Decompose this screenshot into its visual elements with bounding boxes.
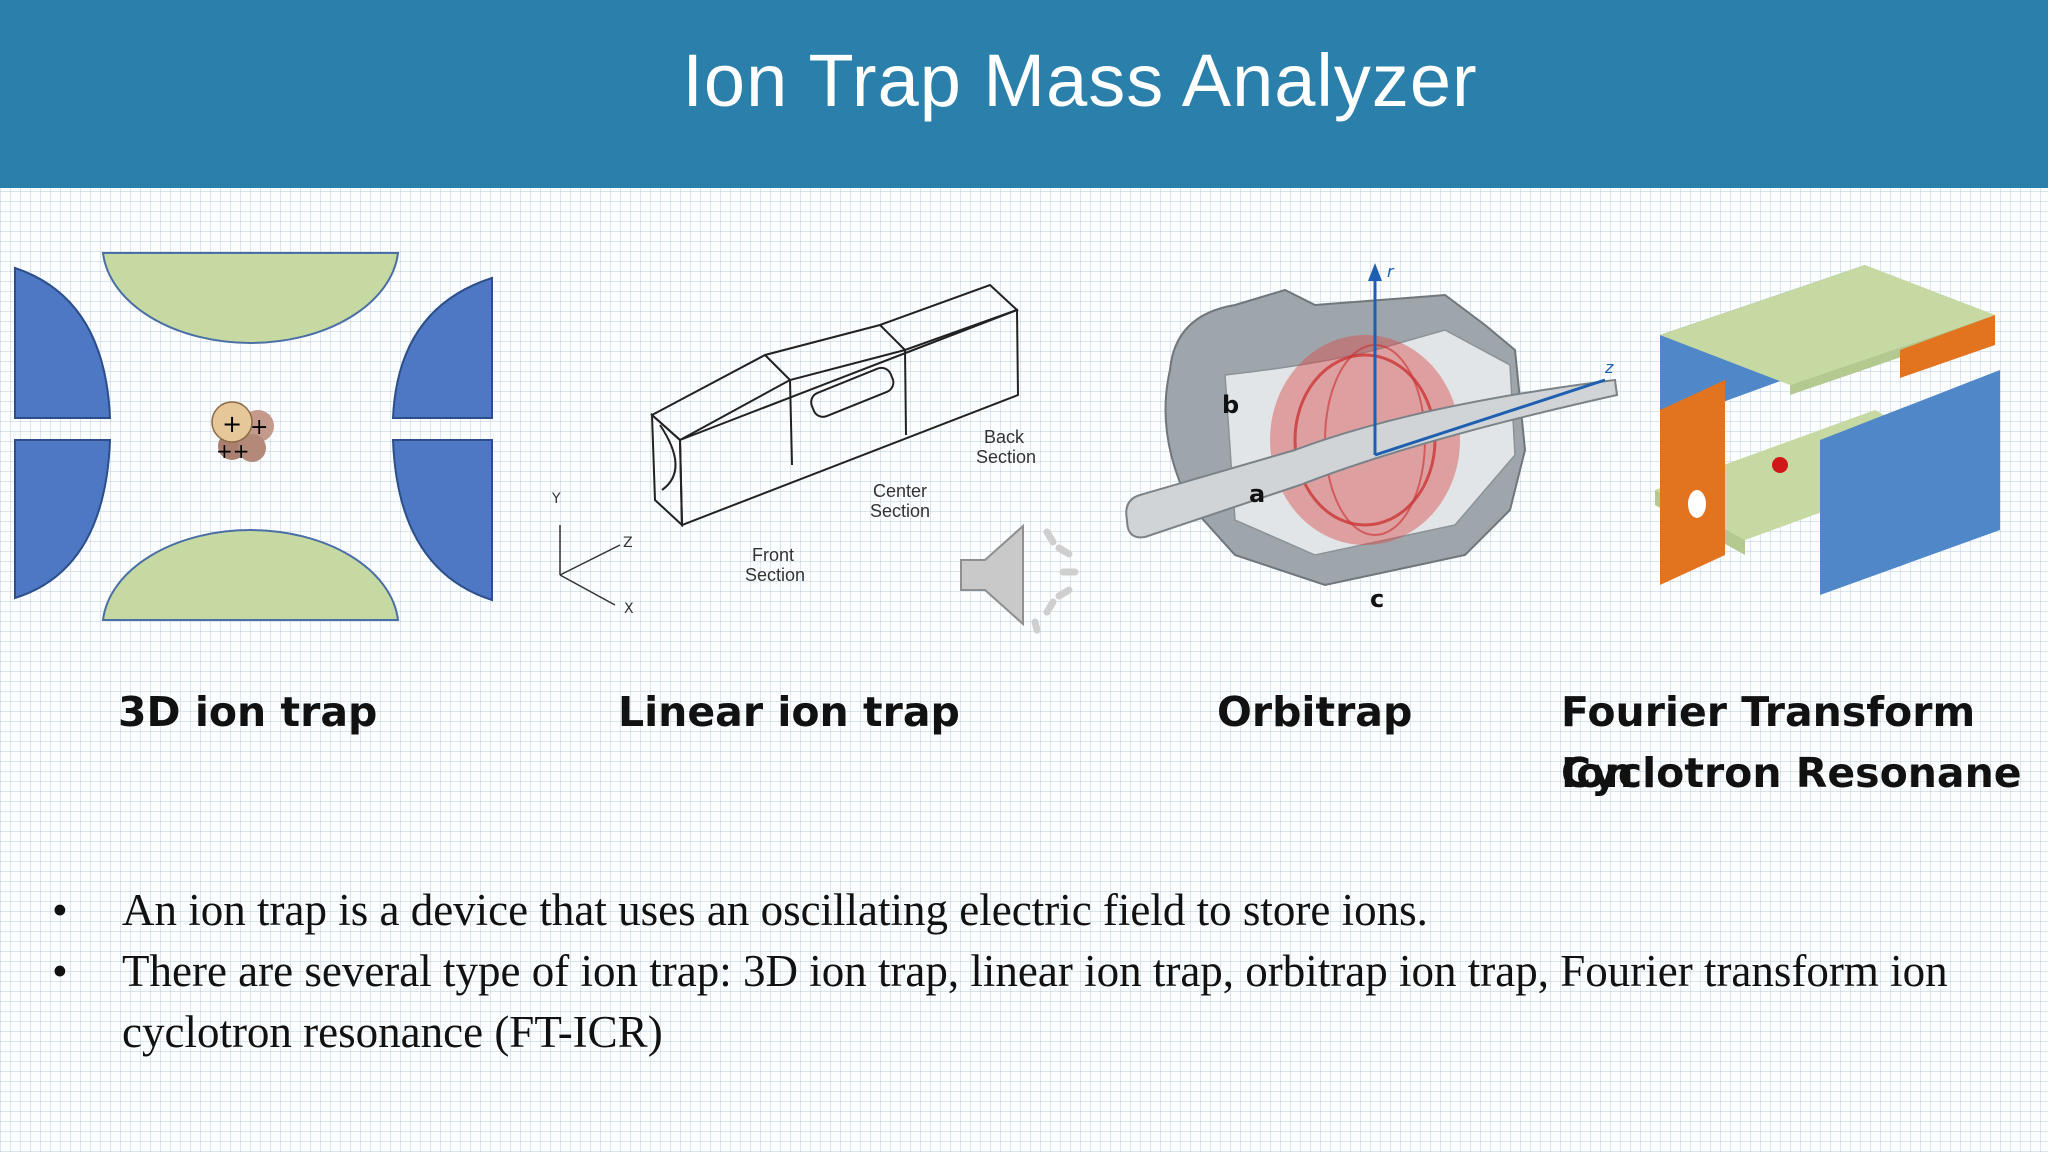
bullet-item: There are several type of ion trap: 3D i… — [52, 941, 2012, 1063]
center-section-label-2: Section — [870, 501, 930, 521]
axis-x-label: X — [624, 601, 634, 617]
front-section-label-1: Front — [752, 545, 794, 565]
bullet-list: An ion trap is a device that uses an osc… — [52, 880, 2012, 1063]
orbitrap-label-a: a — [1249, 480, 1265, 508]
orbitrap-label-b: b — [1222, 391, 1239, 419]
caption-ft-icr-line-1: Fourier Transform Ion — [1561, 688, 1976, 797]
orbitrap-label-c: c — [1370, 585, 1384, 613]
caption-ft-icr-line-2: Cyclotron Resonane — [1561, 749, 2022, 797]
svg-text:+: + — [250, 415, 268, 440]
axis-y-label: Y — [551, 491, 561, 507]
speaker-icon[interactable] — [955, 510, 1090, 640]
ion-cluster-icon: + + ++ — [211, 401, 274, 463]
axis-z-label: Z — [623, 535, 633, 551]
svg-text:++: ++ — [216, 439, 250, 463]
axis-z-label: z — [1604, 358, 1614, 377]
title-bar: Ion Trap Mass Analyzer — [0, 0, 2048, 188]
orbitrap-figure: r z b a c — [1125, 262, 1619, 613]
axis-r-label: r — [1387, 262, 1395, 281]
svg-text:+: + — [222, 410, 242, 438]
front-section-label-2: Section — [745, 565, 805, 585]
linear-ion-trap-figure: Y Z X Back Section Center Section Front … — [551, 283, 1036, 617]
center-section-label-1: Center — [873, 481, 927, 501]
ft-icr-figure — [1655, 265, 2000, 595]
caption-linear-ion-trap: Linear ion trap — [618, 688, 960, 736]
ion-trap-3d-figure: + + ++ — [14, 252, 493, 621]
back-section-label-2: Section — [976, 447, 1036, 467]
caption-orbitrap: Orbitrap — [1217, 688, 1413, 736]
slide-title: Ion Trap Mass Analyzer — [682, 39, 1478, 122]
bullet-item: An ion trap is a device that uses an osc… — [52, 880, 2012, 941]
caption-3d-ion-trap: 3D ion trap — [118, 688, 378, 736]
back-section-label-1: Back — [984, 427, 1025, 447]
